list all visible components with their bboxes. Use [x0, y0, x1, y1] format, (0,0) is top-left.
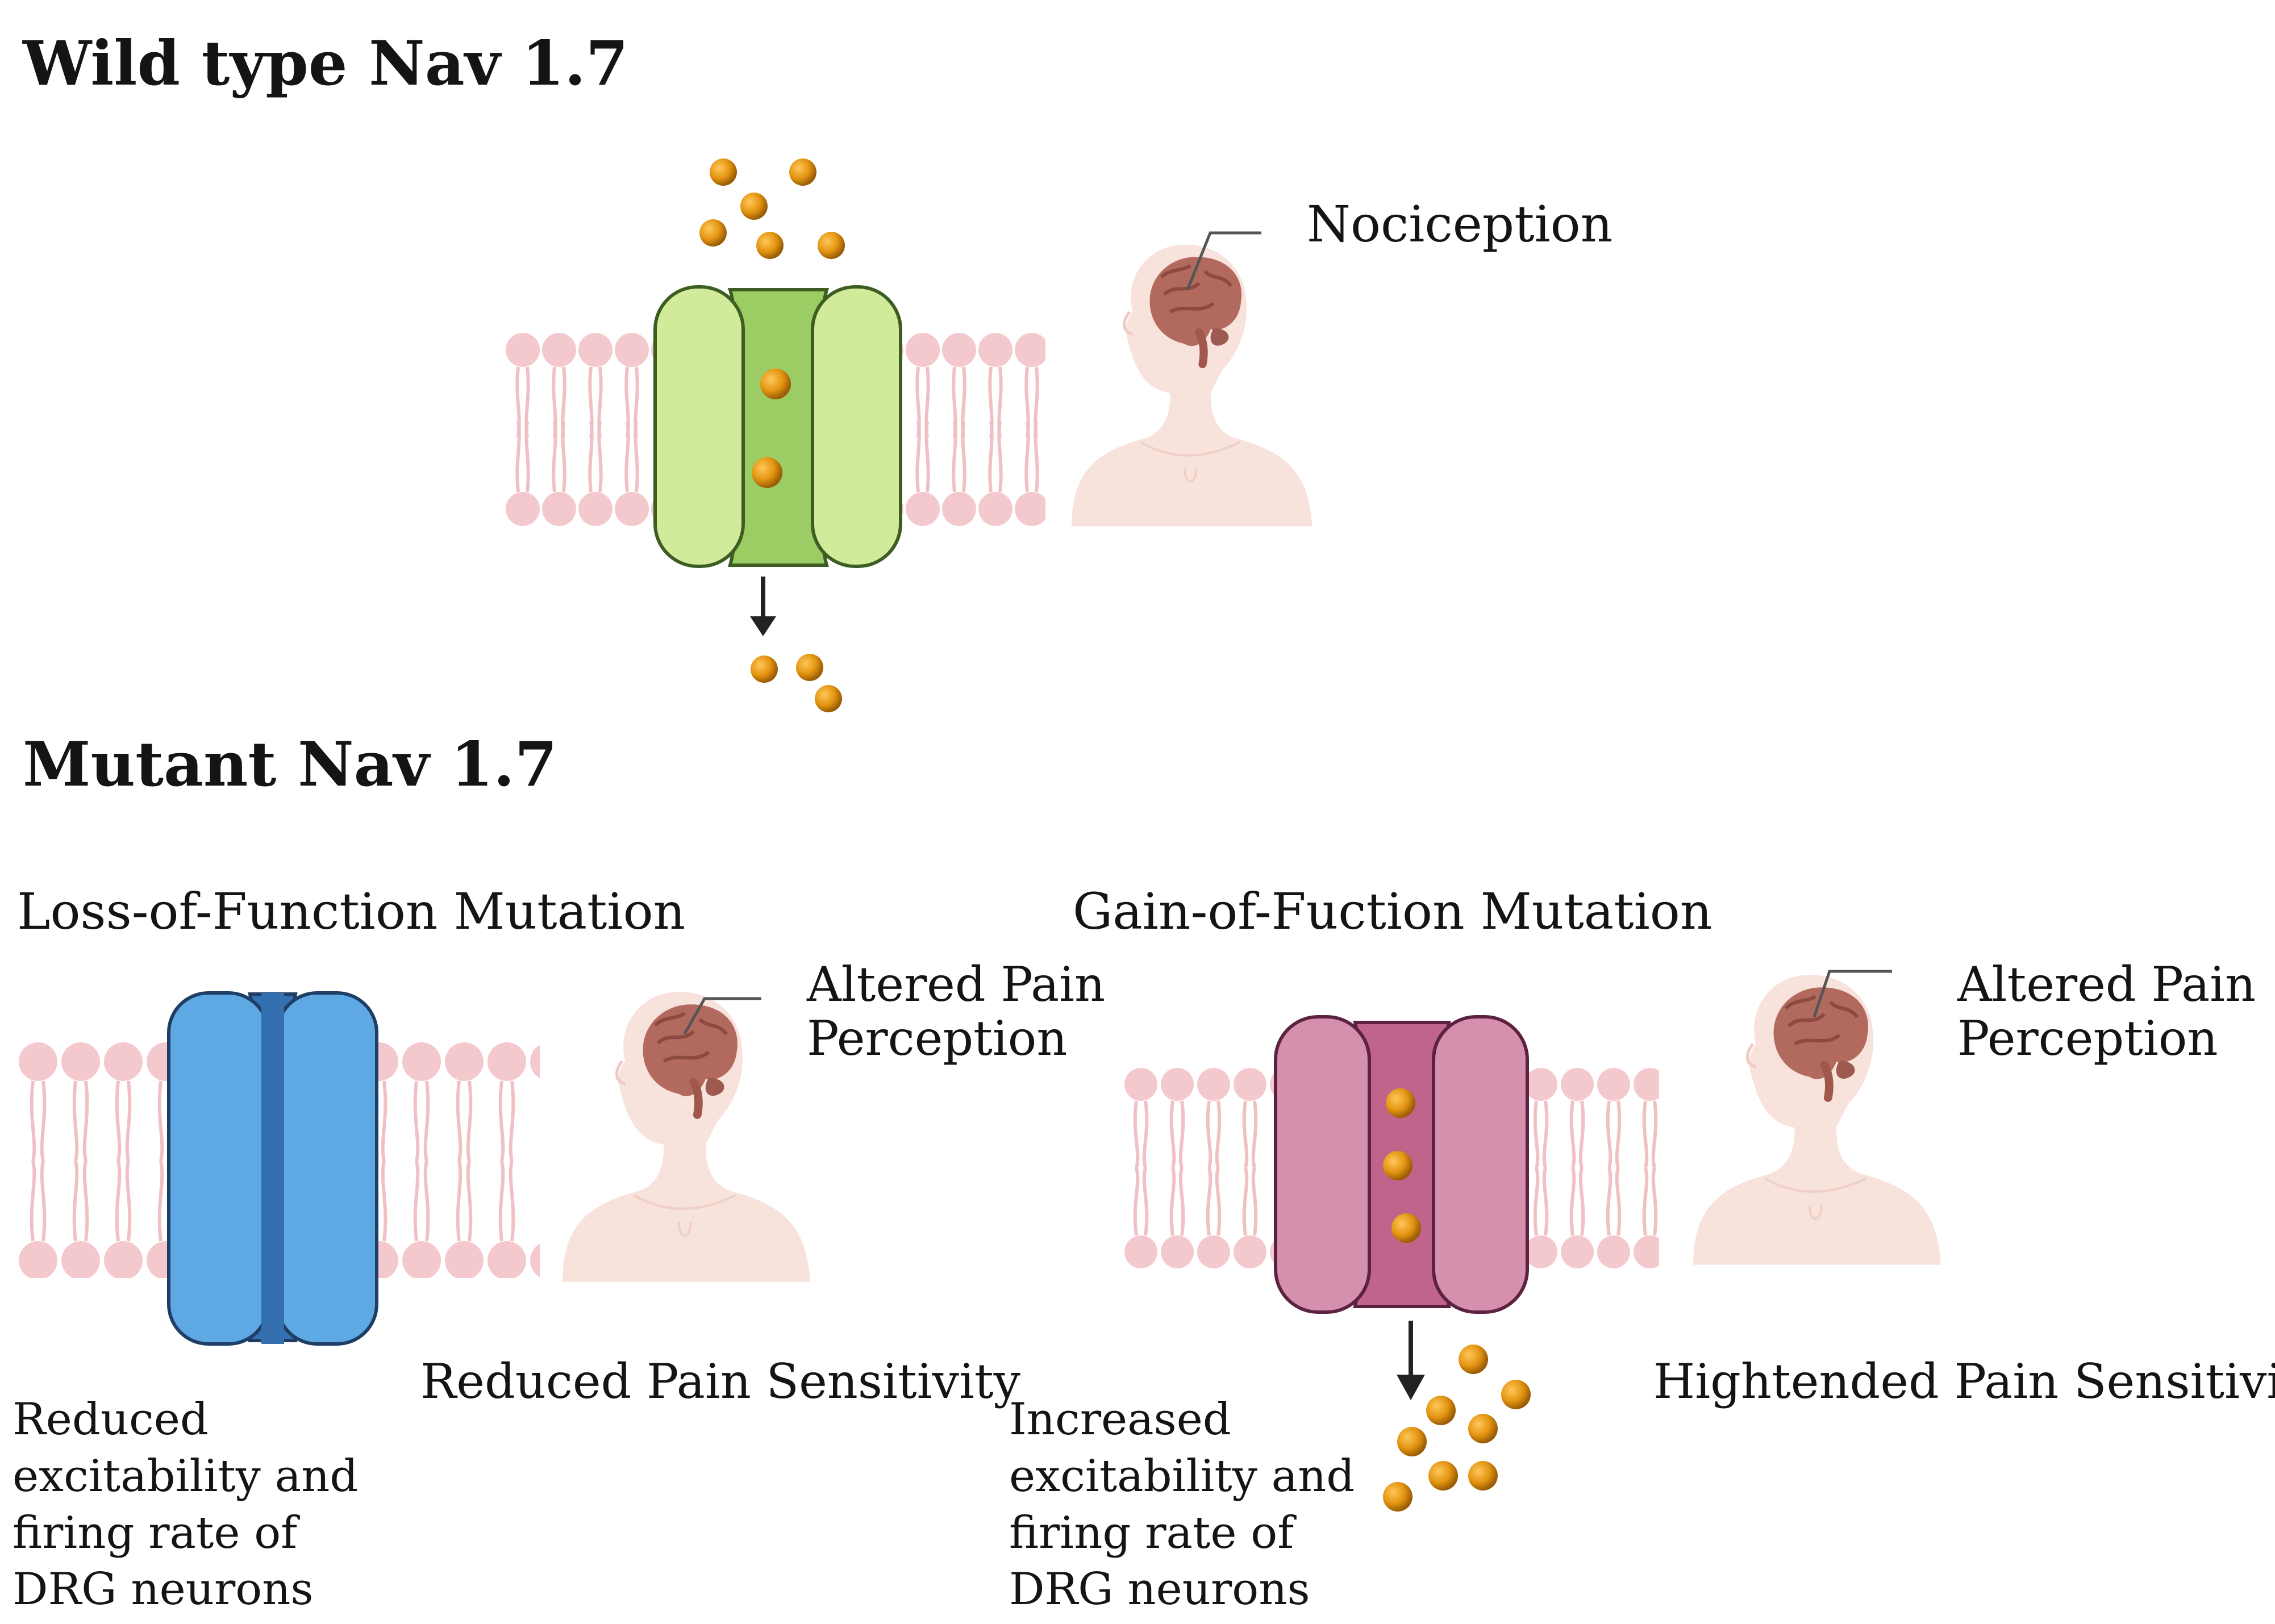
gain-brain-pointer [1813, 970, 1892, 1017]
loss-channel [167, 991, 378, 1346]
loss-neuron-effect-line-1: Reduced [13, 1394, 209, 1445]
gain-neuron-effect: Increased excitability and firing rate o… [1009, 1392, 1355, 1618]
wild-type-ions [699, 158, 845, 712]
gain-brain-label: Altered Pain Perception [1957, 958, 2256, 1066]
loss-person [562, 992, 810, 1281]
loss-sensitivity-label: Reduced Pain Sensitivity [420, 1354, 1021, 1409]
wild-type-flow-arrow [750, 577, 776, 636]
nociception-label: Nociception [1307, 195, 1613, 253]
loss-neuron-effect-line-3: firing rate of [13, 1507, 298, 1559]
loss-neuron-effect: Reduced excitability and firing rate of … [13, 1392, 358, 1618]
mutant-title: Mutant Nav 1.7 [23, 729, 557, 800]
loss-neuron-effect-line-4: DRG neurons [13, 1564, 314, 1615]
wild-type-title: Wild type Nav 1.7 [23, 28, 628, 99]
wild-type-brain-pointer [1186, 231, 1261, 290]
loss-brain-label-line-1: Altered Pain [807, 957, 1106, 1012]
loss-neuron-effect-line-2: excitability and [13, 1450, 359, 1502]
gain-brain-label-line-2: Perception [1957, 1010, 2218, 1066]
loss-of-function-heading: Loss-of-Function Mutation [17, 882, 686, 941]
loss-membrane [17, 1039, 540, 1278]
gain-neuron-effect-line-1: Increased [1009, 1394, 1231, 1445]
wild-type-channel [653, 285, 902, 568]
gain-ions [1383, 1088, 1531, 1512]
gain-neuron-effect-line-4: DRG neurons [1009, 1564, 1310, 1615]
loss-brain-pointer [683, 997, 761, 1035]
loss-brain-label-line-2: Perception [807, 1010, 1068, 1066]
gain-neuron-effect-line-3: firing rate of [1009, 1507, 1294, 1559]
gain-sensitivity-label: Hightended Pain Sensitivity [1653, 1354, 2275, 1409]
gain-flow-arrow [1397, 1321, 1425, 1400]
gain-brain-label-line-1: Altered Pain [1957, 957, 2256, 1012]
loss-brain-label: Altered Pain Perception [807, 958, 1105, 1066]
gain-person [1693, 975, 1941, 1264]
gain-neuron-effect-line-2: excitability and [1009, 1450, 1355, 1502]
wild-type-person [1072, 245, 1312, 527]
gain-of-function-heading: Gain-of-Fuction Mutation [1073, 882, 1713, 941]
wild-type-membrane [505, 329, 1045, 528]
